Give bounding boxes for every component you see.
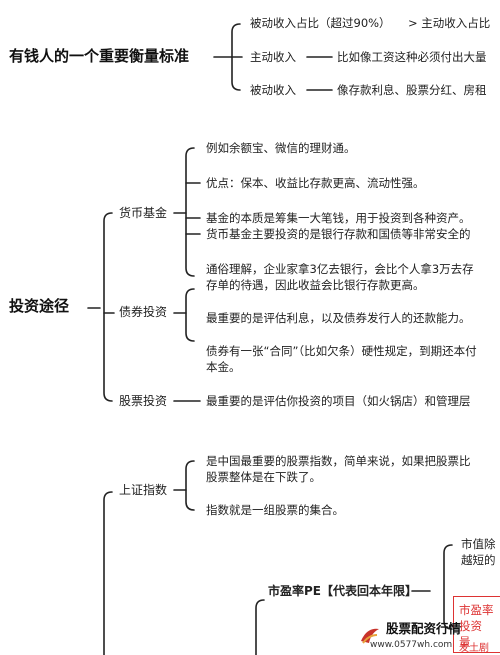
note-index-1: 是中国最重要的股票指数，简单来说，如果把股票比 [206, 454, 471, 468]
node-pe-ratio: 市盈率PE【代表回本年限】 [268, 584, 417, 598]
note-money-fund-3: 基金的本质是筹集一大笔钱，用于投资到各种资产。 [206, 211, 471, 225]
note-pe-1: 市值除 [461, 537, 496, 551]
note-bond-1: 最重要的是评估利息，以及债券发行人的还款能力。 [206, 311, 471, 325]
highlight-line-1: 市盈率 [459, 603, 494, 617]
watermark-logo-icon [361, 628, 379, 644]
node-passive-income-desc: 像存款利息、股票分红、房租 [337, 83, 487, 97]
note-index-3: 指数就是一组股票的集合。 [206, 503, 344, 517]
branch-shanghai-index: 上证指数 [119, 483, 168, 497]
root-investment-channels: 投资途径 [9, 297, 70, 315]
note-money-fund-4: 货币基金主要投资的是银行存款和国债等非常安全的 [206, 227, 471, 241]
branch-bond-investment: 债券投资 [119, 305, 168, 319]
watermark-sub: 发土剧 [459, 643, 489, 654]
note-money-fund-1: 例如余额宝、微信的理财通。 [206, 141, 356, 155]
highlight-box [453, 596, 500, 653]
note-money-fund-5: 通俗理解，企业家拿3亿去银行，会比个人拿3万去存 [206, 262, 474, 276]
node-passive-income: 被动收入 [250, 83, 296, 97]
node-passive-ratio: 被动收入占比（超过90%） [250, 16, 391, 30]
note-bond-3: 本金。 [206, 360, 241, 374]
branch-stock-investment: 股票投资 [119, 394, 168, 408]
note-money-fund-2: 优点：保本、收益比存款更高、流动性强。 [206, 176, 425, 190]
branch-money-fund: 货币基金 [119, 206, 168, 220]
watermark-title: 股票配资行情 [386, 621, 462, 636]
highlight-line-2: 投资 [459, 619, 482, 633]
note-money-fund-6: 存单的待遇，因此收益会比银行存款更高。 [206, 278, 425, 292]
watermark-url: www.0577wh.com [370, 640, 453, 650]
node-active-income-desc: 比如像工资这种必须付出大量 [337, 50, 487, 64]
note-stock-1: 最重要的是评估你投资的项目（如火锅店）和管理层 [206, 394, 471, 408]
root-wealth-standard: 有钱人的一个重要衡量标准 [9, 47, 190, 65]
note-pe-2: 越短的 [461, 553, 496, 567]
node-passive-ratio-desc: > 主动收入占比 [408, 16, 491, 30]
node-active-income: 主动收入 [250, 50, 296, 64]
note-index-2: 股票整体是在下跌了。 [206, 470, 321, 484]
note-bond-2: 债券有一张“合同”（比如欠条）硬性规定，到期还本付 [206, 344, 477, 358]
highlight-line-3: 量 [459, 635, 471, 649]
